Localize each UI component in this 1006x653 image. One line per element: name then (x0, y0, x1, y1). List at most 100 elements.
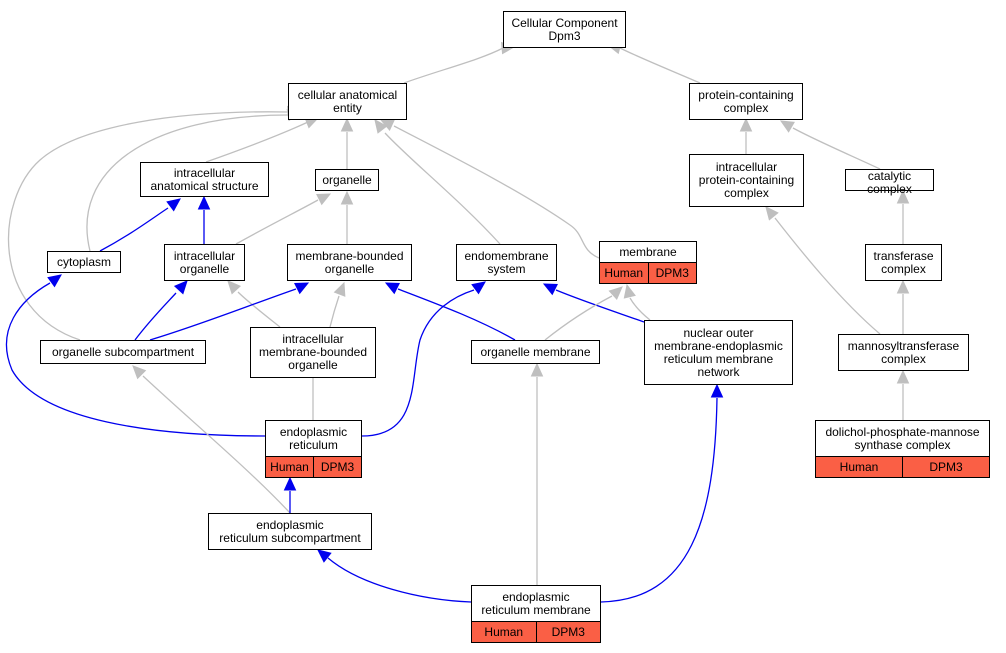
edge-cae-to-cc (403, 47, 504, 84)
node-mtc[interactable]: mannosyltransferase complex (838, 334, 969, 371)
node-label: endoplasmic reticulum membrane (481, 589, 591, 617)
annotation-gene: DPM3 (535, 622, 601, 642)
arrowhead-cyt-to-ias (166, 198, 181, 212)
arrowhead-dpm-to-mtc (896, 369, 910, 384)
node-ersc[interactable]: endoplasmic reticulum subcompartment (208, 513, 372, 550)
arrowhead-noer-to-mem (623, 283, 636, 299)
node-mbo[interactable]: membrane-bounded organelle (287, 244, 412, 281)
arrowhead-noer-to-ems (542, 283, 558, 296)
node-cae[interactable]: cellular anatomical entity (288, 83, 407, 120)
node-cc[interactable]: Cellular Component Dpm3 (503, 11, 626, 48)
edge-io-to-org (235, 199, 319, 245)
annotation-gene: DPM3 (902, 457, 989, 477)
node-dpm[interactable]: dolichol-phosphate-mannose synthase comp… (815, 420, 990, 478)
edge-cat-to-pcc (792, 127, 881, 170)
arrowhead-er-to-ems (471, 281, 486, 295)
edge-om-to-mbo (397, 288, 516, 341)
node-osc[interactable]: organelle subcompartment (40, 340, 206, 364)
arrowhead-mbo-to-org (340, 190, 354, 205)
arrowhead-er-to-cyt (47, 274, 62, 288)
node-label: membrane-bounded organelle (295, 248, 404, 276)
edge-cyt-to-ias (99, 207, 169, 252)
node-ipcc[interactable]: intracellular protein-containing complex (689, 154, 804, 207)
edge-erm-to-ersc (327, 557, 472, 603)
edge-er-to-cyt (6, 282, 266, 437)
annotation-gene: DPM3 (647, 263, 697, 283)
node-ias[interactable]: intracellular anatomical structure (140, 162, 269, 197)
node-cat[interactable]: catalytic complex (845, 169, 934, 196)
edge-ersc-to-osc (142, 375, 291, 514)
edge-mem-to-cae (393, 125, 600, 259)
edge-osc-to-io (134, 292, 177, 341)
node-label: membrane (619, 244, 677, 259)
annotation-row: Human DPM3 (816, 456, 989, 477)
arrowhead-io-to-ias (197, 195, 211, 210)
arrowhead-om-to-mbo (384, 282, 400, 295)
node-io[interactable]: intracellular organelle (164, 244, 245, 281)
node-label: endoplasmic reticulum subcompartment (219, 517, 361, 545)
edge-osc-to-cae (7, 111, 289, 341)
arrowhead-ems-to-cae (374, 119, 388, 134)
node-ems[interactable]: endomembrane system (456, 244, 557, 281)
arrowhead-mtc-to-trf (896, 279, 910, 294)
node-org[interactable]: organelle (315, 169, 379, 191)
edge-mtc-to-ipcc (774, 217, 881, 335)
node-label: organelle membrane (480, 344, 591, 359)
node-label: cytoplasm (56, 254, 112, 269)
node-label: organelle (322, 172, 372, 187)
arrowhead-trf-to-cat (896, 189, 910, 204)
arrowhead-ersc-to-osc (132, 365, 147, 380)
arrowhead-imbo-to-io (227, 280, 242, 295)
node-label: organelle subcompartment (51, 344, 195, 359)
node-label: cellular anatomical entity (297, 87, 398, 115)
node-label: dolichol-phosphate-mannose synthase comp… (825, 424, 980, 452)
arrowhead-io-to-org (316, 193, 332, 206)
node-label: catalytic complex (867, 169, 912, 196)
node-noer[interactable]: nuclear outer membrane-endoplasmic retic… (644, 320, 793, 385)
annotation-species: Human (270, 459, 309, 474)
arrowhead-ersc-to-er (283, 476, 297, 491)
node-label: intracellular protein-containing complex (698, 160, 795, 200)
annotation-gene: DPM3 (313, 457, 361, 477)
node-pcc[interactable]: protein-containing complex (689, 83, 803, 120)
node-label: protein-containing complex (698, 87, 794, 115)
node-imbo[interactable]: intracellular membrane-bounded organelle (250, 327, 376, 378)
node-cyt[interactable]: cytoplasm (47, 251, 121, 273)
node-label: Cellular Component Dpm3 (511, 15, 618, 43)
edge-om-to-mem (544, 295, 613, 341)
edge-osc-to-mbo (149, 288, 297, 341)
edge-erm-to-noer (600, 397, 718, 603)
node-label: intracellular membrane-bounded organelle (258, 332, 368, 372)
annotation-species: Human (604, 265, 644, 280)
arrowhead-om-to-mem (608, 286, 623, 301)
node-label: endomembrane system (464, 248, 549, 276)
arrowhead-org-to-cae (340, 117, 354, 132)
arrowhead-mtc-to-ipcc (765, 206, 779, 221)
edge-noer-to-mem (629, 297, 651, 321)
arrowhead-ipcc-to-pcc (739, 117, 753, 132)
node-om[interactable]: organelle membrane (471, 340, 600, 364)
arrowhead-osc-to-mbo (294, 282, 310, 295)
annotation-species: Human (839, 459, 879, 474)
annotation-species: Human (484, 624, 524, 639)
annotation-row: Human DPM3 (472, 621, 600, 642)
node-label: intracellular organelle (173, 248, 236, 276)
arrowhead-imbo-to-mbo (333, 281, 346, 297)
node-label: mannosyltransferase complex (847, 338, 960, 366)
edge-imbo-to-io (237, 291, 281, 328)
edge-ems-to-cae (384, 132, 501, 245)
edge-pcc-to-cc (619, 47, 701, 84)
arrowhead-cat-to-pcc (779, 120, 795, 133)
node-trf[interactable]: transferase complex (865, 244, 942, 281)
edge-cyt-to-cae (86, 114, 289, 252)
node-label: endoplasmic reticulum (279, 424, 348, 452)
arrowhead-erm-to-noer (710, 383, 724, 398)
annotation-row: Human DPM3 (266, 456, 361, 477)
node-label: transferase complex (873, 248, 934, 276)
arrowhead-mem-to-cae (379, 119, 395, 131)
